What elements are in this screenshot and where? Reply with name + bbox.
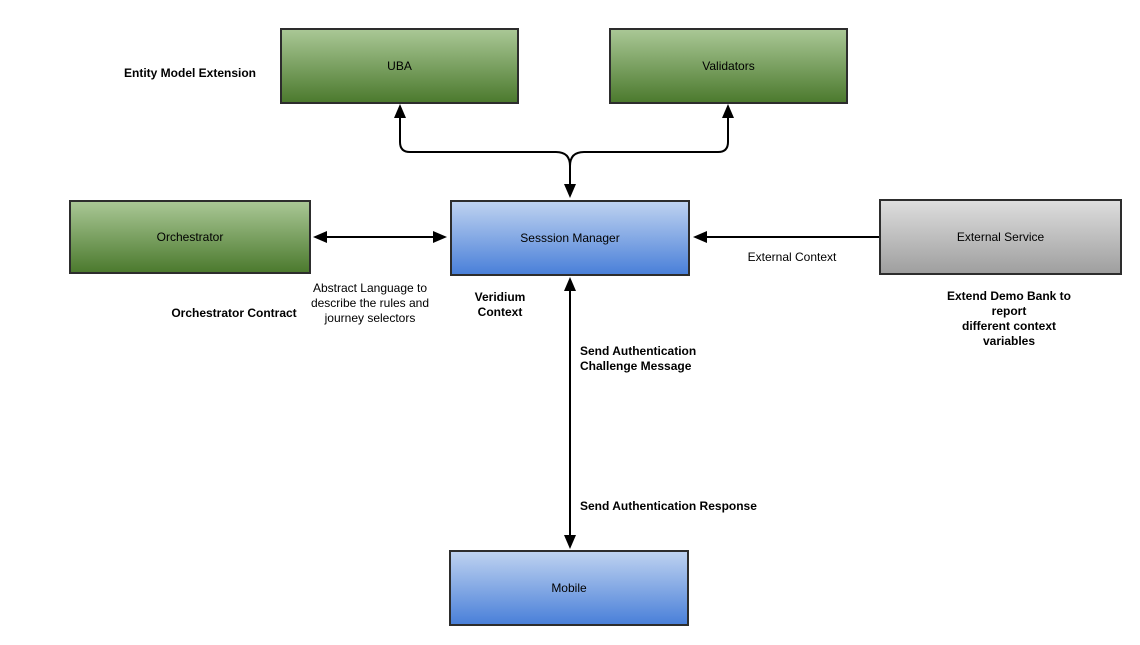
label-external-context: External Context bbox=[747, 250, 837, 264]
arrowhead-into-session-left bbox=[433, 231, 447, 243]
label-abstract-language: Abstract Language to describe the rules … bbox=[310, 281, 430, 325]
edge-session-to-validators bbox=[569, 116, 729, 185]
label-orchestrator-contract: Orchestrator Contract bbox=[171, 306, 297, 320]
edge-session-to-uba bbox=[399, 116, 571, 185]
node-session-manager: Sesssion Manager bbox=[450, 200, 690, 276]
arrowhead-into-validators bbox=[722, 104, 734, 118]
label-send-auth-challenge: Send Authentication Challenge Message bbox=[580, 344, 697, 373]
arrowhead-into-mobile bbox=[564, 535, 576, 549]
node-external-service: External Service bbox=[879, 199, 1122, 275]
label-extend-demo-bank: Extend Demo Bank to report different con… bbox=[946, 289, 1072, 348]
label-entity-model-extension: Entity Model Extension bbox=[123, 66, 257, 80]
node-validators: Validators bbox=[609, 28, 848, 104]
node-uba: UBA bbox=[280, 28, 519, 104]
arrowhead-into-orchestrator bbox=[313, 231, 327, 243]
arrowhead-into-session-top bbox=[564, 184, 576, 198]
node-validators-label: Validators bbox=[702, 59, 755, 73]
label-send-auth-response: Send Authentication Response bbox=[580, 499, 757, 513]
arrowhead-into-session-bottom bbox=[564, 277, 576, 291]
arrowhead-into-session-right bbox=[693, 231, 707, 243]
node-session-manager-label: Sesssion Manager bbox=[520, 231, 620, 245]
node-external-service-label: External Service bbox=[956, 230, 1045, 244]
label-veridium-context: Veridium Context bbox=[474, 290, 526, 319]
arrowhead-into-uba bbox=[394, 104, 406, 118]
node-mobile: Mobile bbox=[449, 550, 689, 626]
node-uba-label: UBA bbox=[387, 59, 412, 73]
node-mobile-label: Mobile bbox=[551, 581, 587, 595]
node-orchestrator-label: Orchestrator bbox=[156, 230, 224, 244]
node-orchestrator: Orchestrator bbox=[69, 200, 311, 274]
